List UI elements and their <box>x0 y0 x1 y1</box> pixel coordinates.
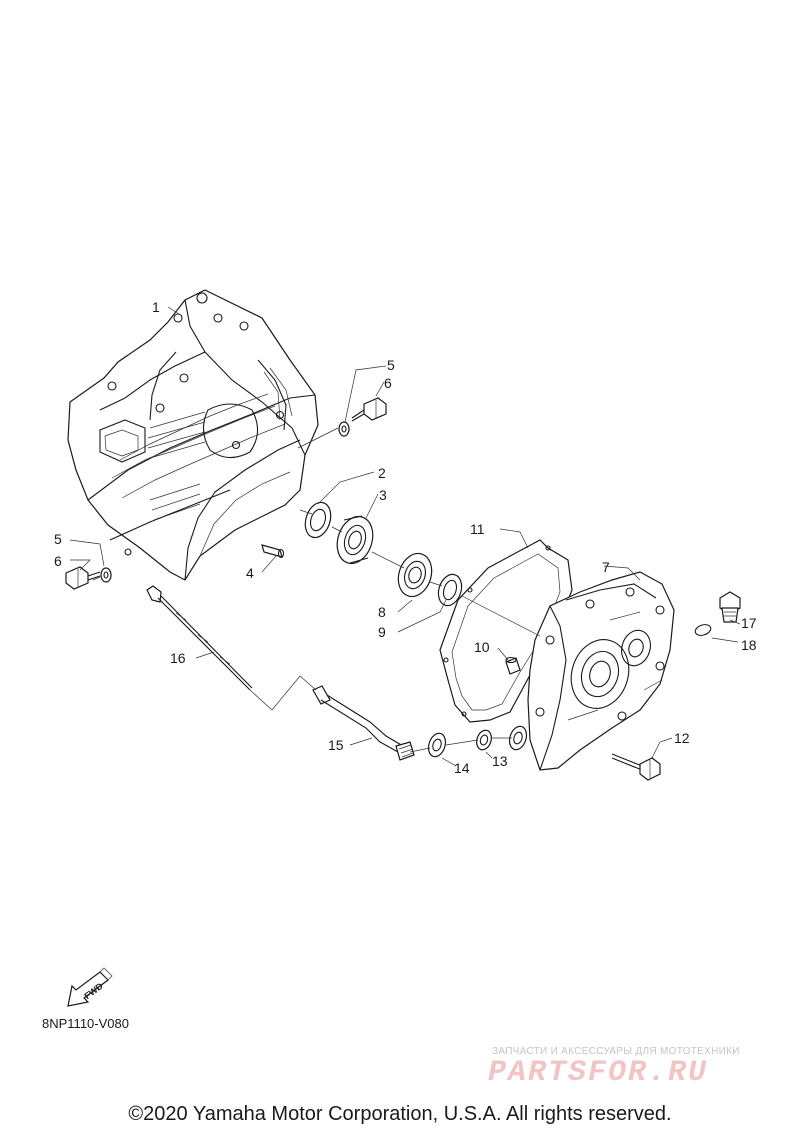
part-dowel-pin-10[interactable] <box>505 656 521 675</box>
callout-9: 9 <box>378 624 386 640</box>
copyright-notice: ©2020 Yamaha Motor Corporation, U.S.A. A… <box>128 1103 672 1125</box>
part-bearing-8[interactable] <box>393 549 437 601</box>
watermark-caption: ЗАПЧАСТИ И АКСЕССУАРЫ ДЛЯ МОТОТЕХНИКИ <box>492 1046 740 1057</box>
callout-2: 2 <box>378 465 386 481</box>
part-crankcase-cover-7[interactable] <box>527 571 675 771</box>
callout-1: 1 <box>152 299 160 315</box>
callout-3: 3 <box>379 487 387 503</box>
part-oil-seal-2[interactable] <box>301 499 335 541</box>
assembly-lines <box>92 427 541 753</box>
part-bearing-3[interactable] <box>331 512 378 568</box>
callout-7: 7 <box>602 559 610 575</box>
part-washer-5-lower[interactable] <box>100 567 112 583</box>
callout-6-lower: 6 <box>54 553 62 569</box>
part-dowel-pin-4[interactable] <box>261 544 285 559</box>
callout-11: 11 <box>470 521 485 537</box>
part-filler-plug-17[interactable] <box>719 591 741 623</box>
callout-4: 4 <box>246 565 254 581</box>
callout-16: 16 <box>170 650 186 666</box>
callout-15: 15 <box>328 737 344 753</box>
callout-12: 12 <box>674 730 690 746</box>
callout-10: 10 <box>474 639 490 655</box>
part-seal-13[interactable] <box>474 728 493 751</box>
callout-14: 14 <box>454 760 470 776</box>
part-dipstick-16[interactable] <box>146 585 253 691</box>
callout-5-lower: 5 <box>54 531 62 547</box>
part-crankcase[interactable] <box>67 289 319 581</box>
part-bolt-6-upper[interactable] <box>351 397 387 422</box>
part-oil-seal-9[interactable] <box>435 571 466 608</box>
callout-13: 13 <box>492 753 508 769</box>
callout-8: 8 <box>378 604 386 620</box>
part-washer-5-upper[interactable] <box>338 421 350 437</box>
diagram-code: 8NP1110-V080 <box>42 1016 129 1031</box>
exploded-view-diagram: 1 2 3 4 5 6 5 6 7 8 9 10 11 12 13 14 15 … <box>54 289 757 1007</box>
part-bolt-6-lower[interactable] <box>65 566 101 590</box>
leader-lines <box>69 306 741 767</box>
part-collar[interactable] <box>507 724 530 752</box>
watermark-logo: PARTSFOR.RU <box>488 1056 709 1090</box>
callout-17: 17 <box>741 615 757 631</box>
callout-5-upper: 5 <box>387 357 395 373</box>
fwd-arrow-icon: FWD <box>67 967 113 1007</box>
part-bolt-12[interactable] <box>611 753 661 781</box>
part-o-ring-18[interactable] <box>694 623 712 637</box>
part-oil-pipe-15[interactable] <box>312 685 415 761</box>
part-grommet-14[interactable] <box>426 731 449 759</box>
callout-6-upper: 6 <box>384 375 392 391</box>
callout-18: 18 <box>741 637 757 653</box>
